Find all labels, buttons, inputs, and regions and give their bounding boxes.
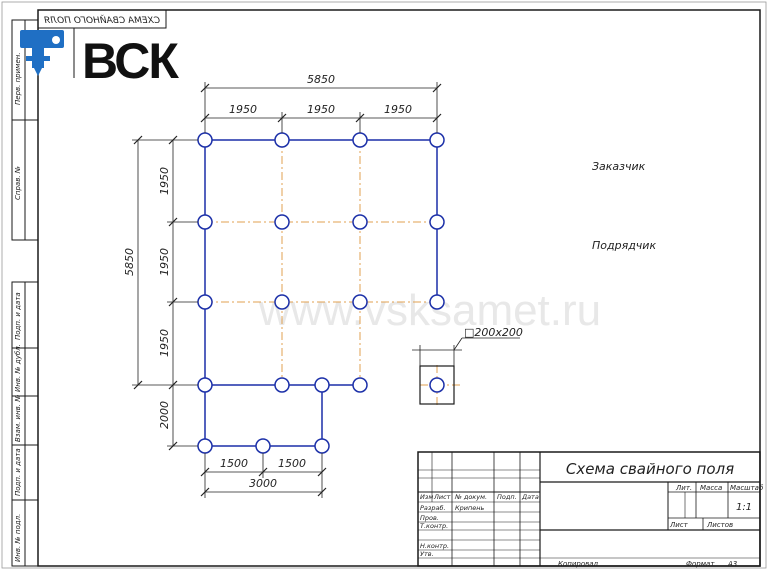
pile (314, 377, 330, 393)
copied-label: Копировал (558, 560, 599, 568)
side-label: Инв. № дубл. (14, 344, 22, 392)
header-list: Лист (433, 493, 451, 501)
lit-label: Лит. (675, 484, 692, 492)
pile (352, 214, 368, 230)
side-labels: Перв. примен. Справ. № Подп. и дата Инв.… (14, 52, 22, 562)
logo-icon (20, 30, 64, 76)
header-doc: № докум. (454, 493, 487, 501)
pile-size-label: □200х200 (464, 326, 523, 339)
dim-top-span: 1950 (307, 103, 335, 116)
contractor-note: Подрядчик (592, 239, 656, 252)
top-stamp-text: СХЕМА СВАЙНОГО ПОЛЯ (44, 14, 160, 26)
dim-left-span: 1950 (158, 329, 171, 357)
dim-bottom-total: 3000 (249, 477, 277, 490)
developer-name: Крипень (455, 504, 484, 512)
dim-left-span: 1950 (158, 167, 171, 195)
side-label: Перв. примен. (14, 52, 22, 105)
dim-top-total: 5850 (307, 73, 335, 86)
scale-value: 1:1 (736, 502, 752, 513)
side-label: Инв. № подл. (14, 514, 22, 562)
pile-detail: □200х200 (412, 326, 523, 405)
pile (314, 438, 330, 454)
header-date: Дата (521, 493, 539, 501)
pile (197, 294, 213, 310)
title-block (417, 451, 761, 567)
sheet-label: Лист (669, 521, 689, 529)
logo-text: ВСК (82, 33, 179, 89)
row-developer: Разраб. (420, 504, 446, 512)
scale-label: Масштаб (730, 484, 764, 492)
side-label: Подп. и дата (14, 448, 22, 496)
dim-left-span: 2000 (158, 401, 171, 429)
format-label: Формат (686, 560, 715, 568)
pile (255, 438, 271, 454)
pile (429, 132, 445, 148)
pile (429, 214, 445, 230)
axis-lines (205, 140, 460, 405)
format-value: А3 (727, 560, 737, 568)
side-stamp-strip (11, 19, 39, 567)
pile (197, 214, 213, 230)
title-block-text: Схема свайного поля Изм Лист № докум. По… (420, 460, 764, 568)
pile (274, 377, 290, 393)
pile (274, 132, 290, 148)
drawing-title: Схема свайного поля (566, 460, 734, 478)
pile (429, 294, 445, 310)
row-tcontrol: Т.контр. (420, 522, 448, 530)
watermark: www.vsksamet.ru (258, 286, 601, 335)
pile (352, 294, 368, 310)
dim-left-span: 1950 (158, 248, 171, 276)
dim-top-span: 1950 (229, 103, 257, 116)
side-label: Справ. № (14, 166, 22, 200)
dim-bottom-span: 1500 (278, 457, 306, 470)
dim-left-total: 5850 (123, 248, 136, 276)
header-sign: Подп. (497, 493, 517, 501)
sheets-label: Листов (706, 521, 733, 529)
customer-note: Заказчик (592, 160, 646, 173)
side-label: Подп. и дата (14, 292, 22, 340)
header-izm: Изм (420, 493, 433, 501)
pile (197, 132, 213, 148)
dim-top-span: 1950 (384, 103, 412, 116)
logo: ВСК (20, 28, 181, 89)
dimension-labels: 5850 1950 1950 1950 5850 1950 1950 1950 … (123, 73, 412, 490)
pile (274, 214, 290, 230)
pile (274, 294, 290, 310)
row-approved: Утв. (420, 550, 434, 558)
dimension-ticks (133, 83, 442, 497)
pile (352, 377, 368, 393)
dimension-lines (132, 82, 438, 498)
row-ncontrol: Н.контр. (420, 542, 449, 550)
top-stamp-box (37, 9, 167, 29)
dim-bottom-span: 1500 (220, 457, 248, 470)
row-checked: Пров. (420, 514, 439, 522)
pile (352, 132, 368, 148)
pile (197, 438, 213, 454)
side-label: Взам. инв. № (14, 394, 22, 442)
mass-label: Масса (700, 484, 722, 492)
pile (197, 377, 213, 393)
